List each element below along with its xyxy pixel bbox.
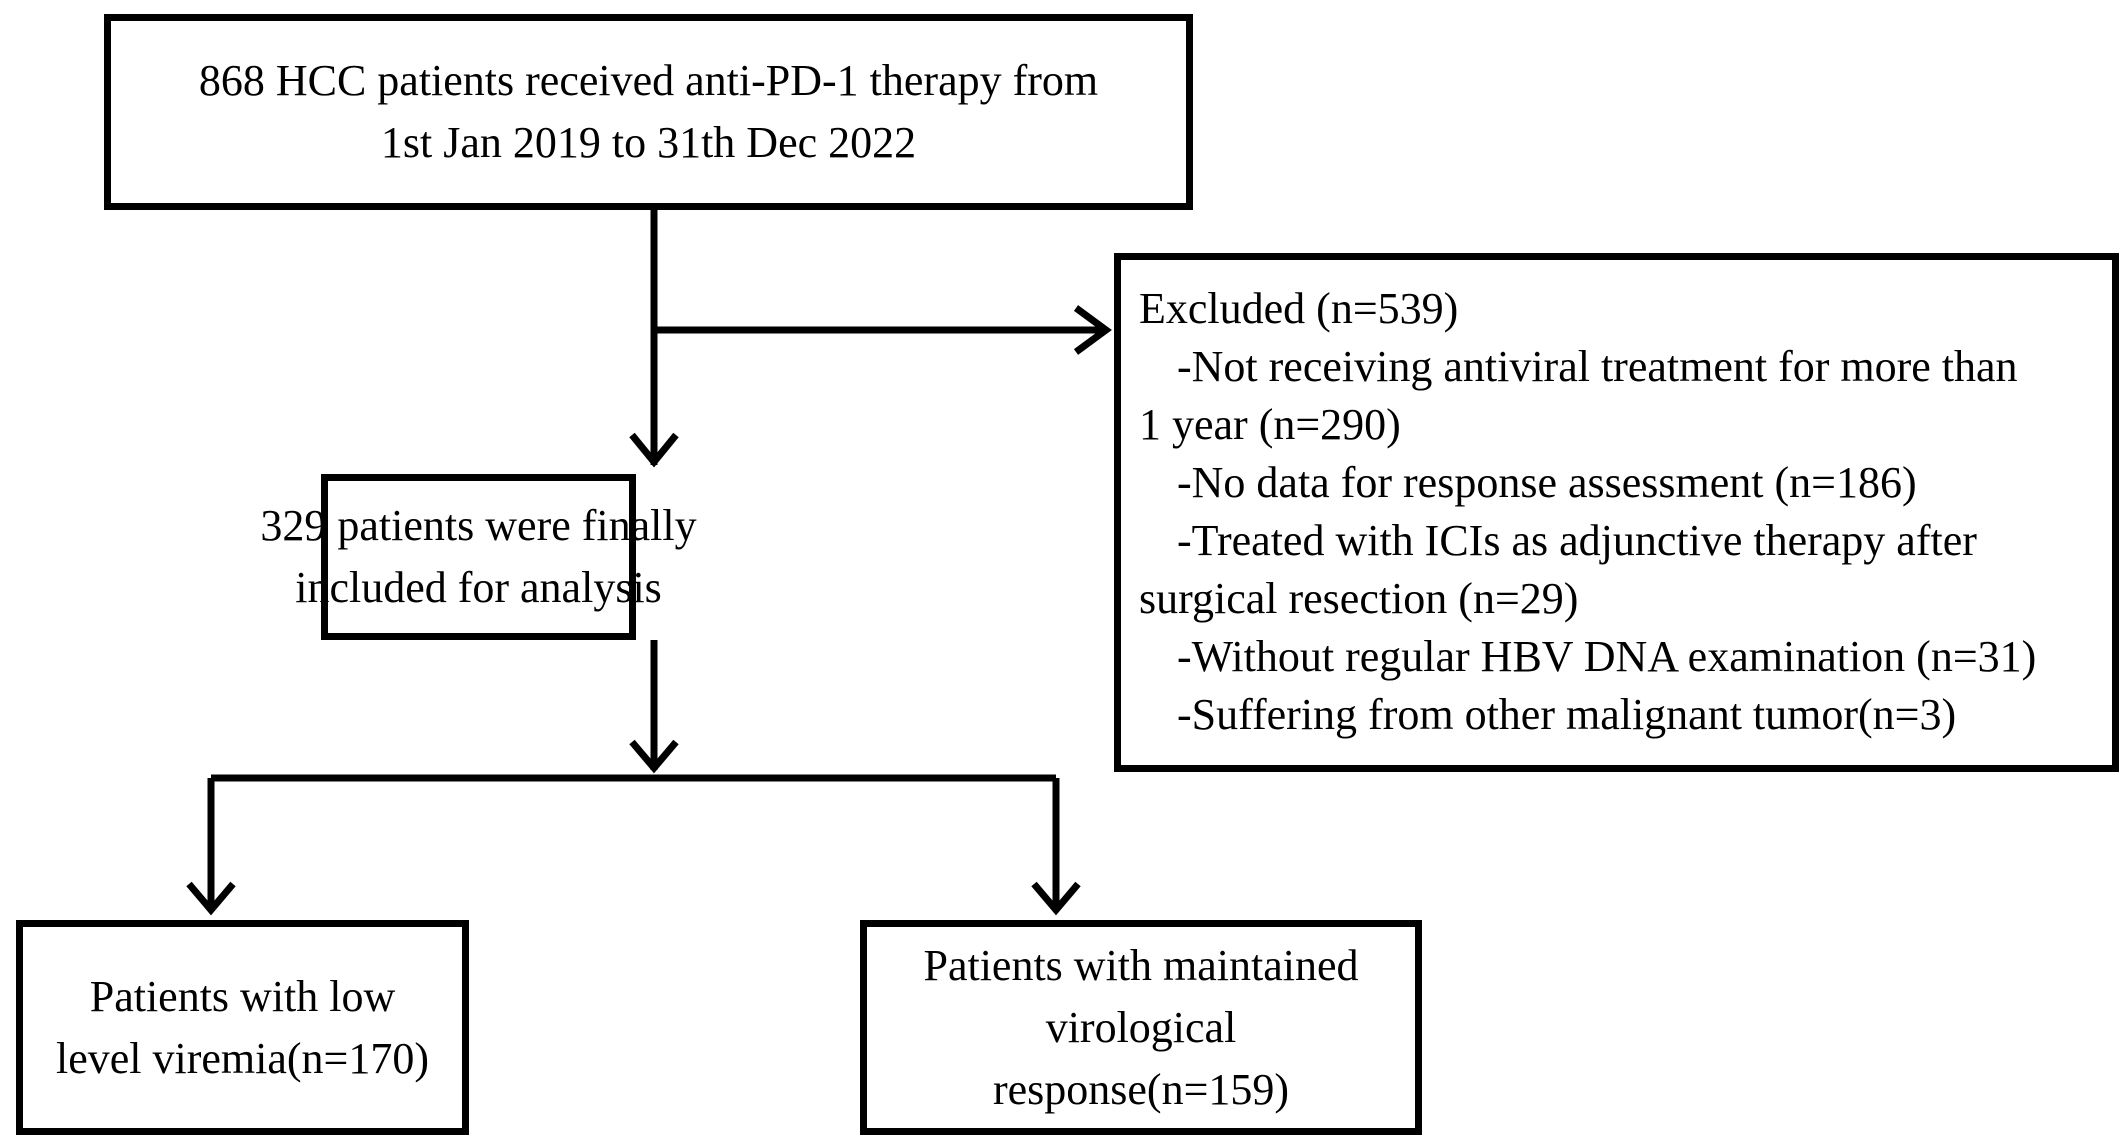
excluded-item: -No data for response assessment (n=186) — [1177, 458, 1917, 507]
excluded-box: Excluded (n=539) -Not receiving antivira… — [1114, 253, 2119, 772]
excluded-title: Excluded (n=539) — [1139, 284, 1459, 333]
enrollment-line-1: 868 HCC patients received anti-PD-1 ther… — [198, 56, 1099, 105]
excluded-item: -Without regular HBV DNA examination (n=… — [1177, 632, 2037, 681]
included-line-1: 329 patients were finally — [260, 501, 697, 550]
enrollment-line-2: 1st Jan 2019 to 31th Dec 2022 — [380, 118, 917, 167]
arrowhead-excluded — [1073, 305, 1112, 355]
low-viremia-line-1: Patients with low — [89, 971, 396, 1021]
low-viremia-box: Patients with low level viremia(n=170) — [16, 920, 469, 1135]
excluded-item-continuation: surgical resection (n=29) — [1139, 574, 1579, 623]
enrollment-box: 868 HCC patients received anti-PD-1 ther… — [104, 14, 1193, 210]
arrowhead-mvr — [1031, 881, 1081, 916]
excluded-item: -Treated with ICIs as adjunctive therapy… — [1177, 516, 1977, 565]
included-box: 329 patients were finally included for a… — [260, 474, 697, 640]
included-line-2: included for analysis — [295, 563, 662, 612]
mvr-line-1: Patients with maintained — [923, 940, 1359, 990]
arrowhead-included — [629, 432, 679, 468]
excluded-item-continuation: 1 year (n=290) — [1139, 400, 1401, 449]
low-viremia-line-2: level viremia(n=170) — [55, 1033, 429, 1083]
excluded-item: -Suffering from other malignant tumor(n=… — [1177, 690, 1957, 739]
excluded-item: -Not receiving antiviral treatment for m… — [1177, 342, 2018, 391]
mvr-line-2: virological — [1045, 1002, 1237, 1052]
mvr-line-3: response(n=159) — [992, 1064, 1290, 1114]
arrowhead-split — [629, 739, 679, 774]
arrowhead-low-viremia — [186, 881, 236, 916]
maintained-response-box: Patients with maintained virological res… — [860, 920, 1422, 1135]
